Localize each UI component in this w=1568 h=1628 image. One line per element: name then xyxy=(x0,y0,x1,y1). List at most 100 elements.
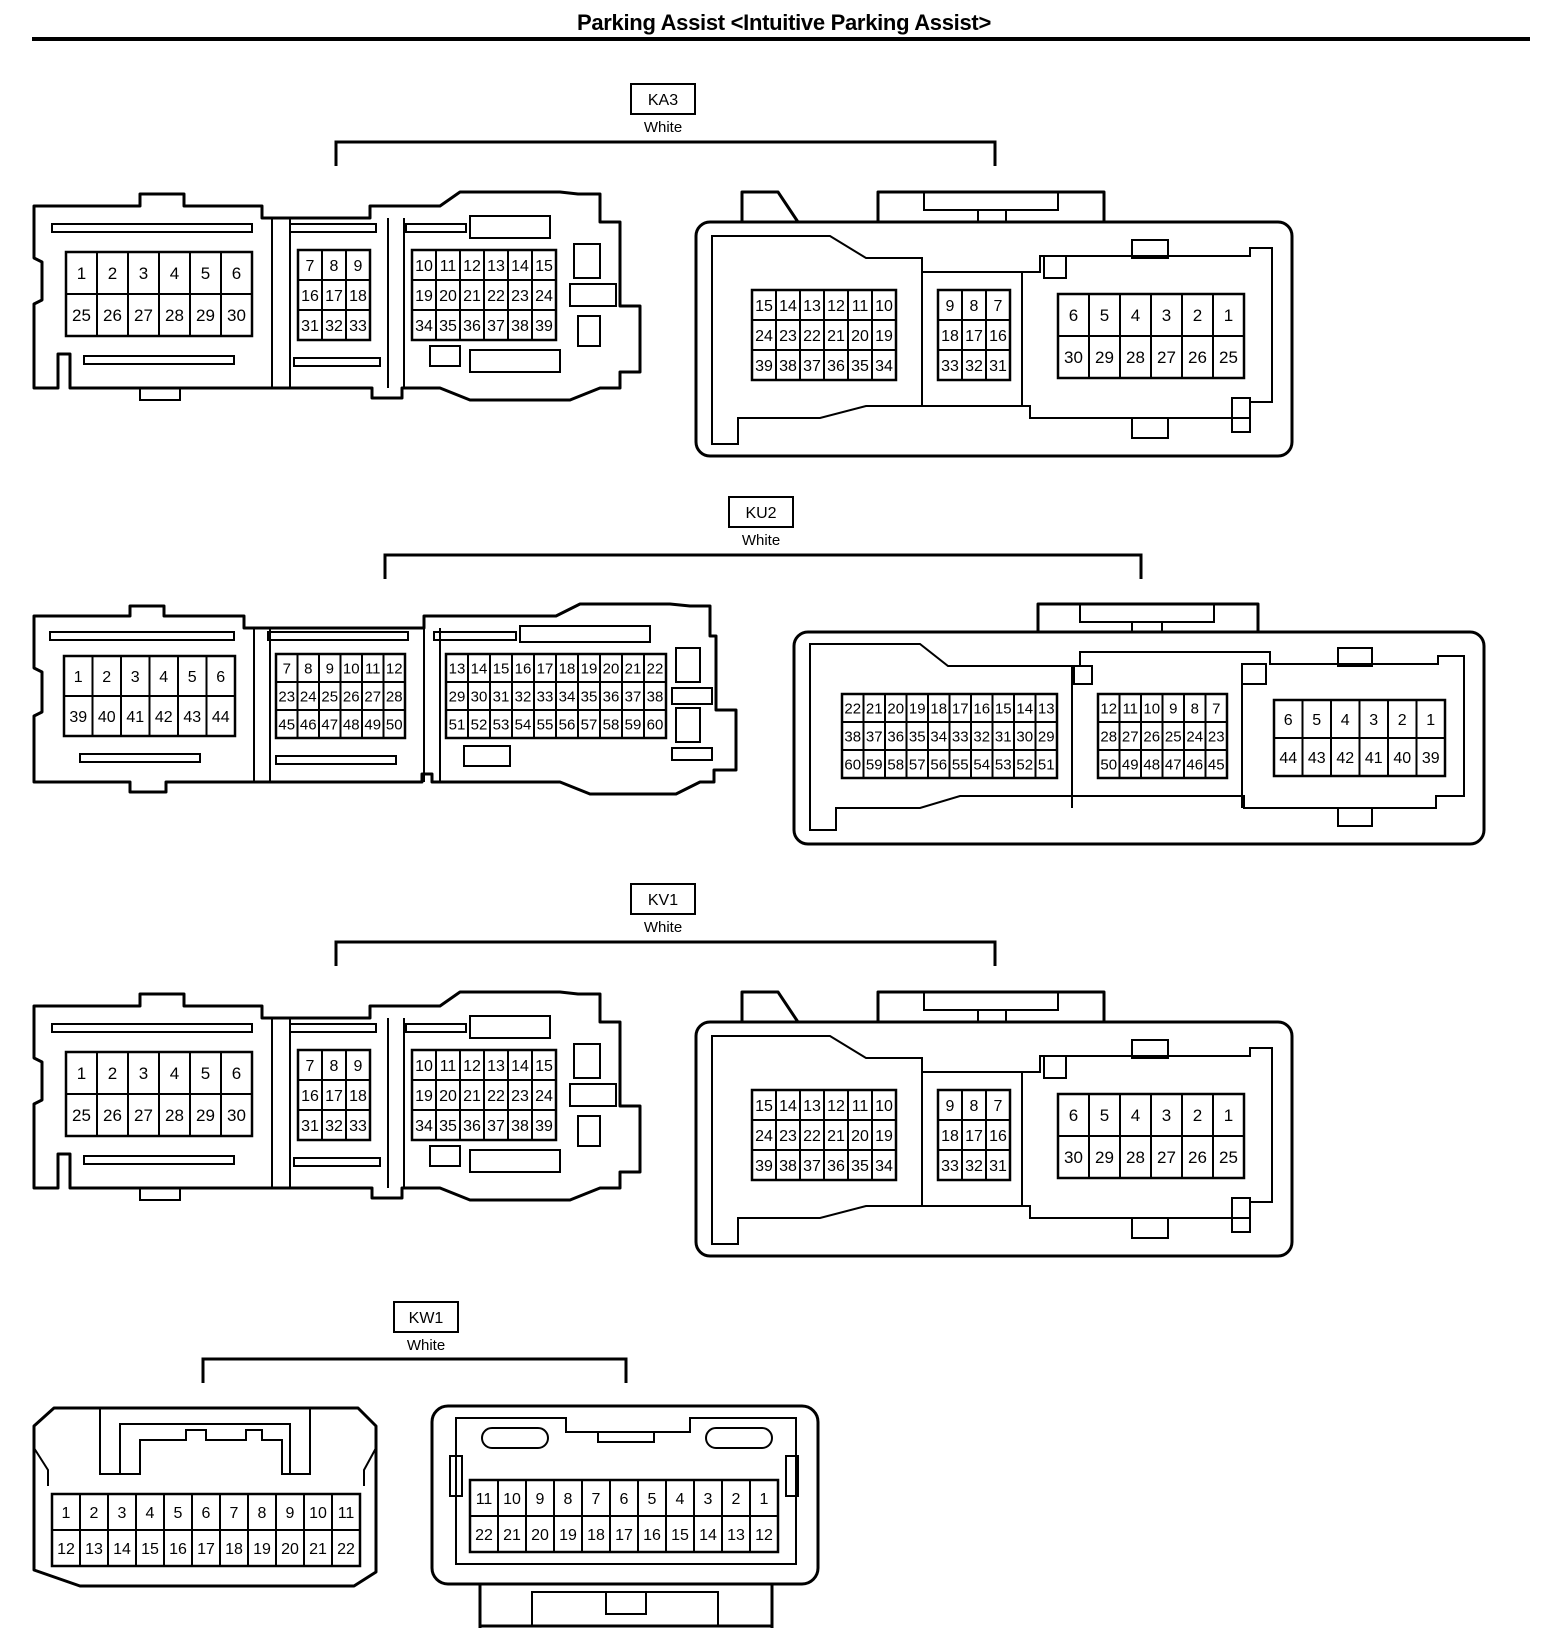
pin-number: 13 xyxy=(727,1527,745,1544)
left-housing-outline xyxy=(32,602,738,796)
pin-number: 21 xyxy=(463,288,481,305)
pin-number: 21 xyxy=(463,1088,481,1105)
pin-number: 18 xyxy=(225,1541,243,1558)
key-slot xyxy=(449,1455,463,1497)
pin-number: 32 xyxy=(325,1118,343,1135)
pin-number: 47 xyxy=(1165,756,1182,773)
key-slot xyxy=(597,1431,655,1443)
pin-number: 14 xyxy=(511,258,529,275)
connector-code: KU2 xyxy=(745,505,776,522)
right-housing-top xyxy=(1036,602,1260,632)
pin-number: 19 xyxy=(581,660,598,677)
pin-number: 6 xyxy=(1284,712,1293,729)
pin-number: 8 xyxy=(258,1505,267,1522)
pin-number: 10 xyxy=(875,1098,893,1115)
pin-number: 2 xyxy=(108,1064,117,1083)
pin-number: 20 xyxy=(439,1088,457,1105)
pin-number: 38 xyxy=(844,728,861,745)
pin-number: 29 xyxy=(1038,728,1055,745)
pin-number: 30 xyxy=(227,306,246,325)
connector-bracket xyxy=(383,553,1143,579)
pin-number: 11 xyxy=(440,258,457,275)
pin-number: 27 xyxy=(364,688,381,705)
pin-number: 24 xyxy=(535,288,553,305)
pin-number: 1 xyxy=(1224,1106,1233,1125)
page-title: Parking Assist <Intuitive Parking Assist… xyxy=(576,10,991,35)
top-key xyxy=(977,209,1007,223)
pin-number: 39 xyxy=(755,358,773,375)
pin-number: 3 xyxy=(139,1064,148,1083)
pin-number: 59 xyxy=(866,756,883,773)
key-block xyxy=(1231,397,1251,433)
top-slot xyxy=(1079,604,1215,623)
pin-number: 21 xyxy=(309,1541,327,1558)
pin-number: 13 xyxy=(487,1058,505,1075)
pin-number: 34 xyxy=(415,1118,433,1135)
pin-number: 37 xyxy=(803,1158,821,1175)
lock-window xyxy=(519,625,651,643)
pin-number: 4 xyxy=(146,1505,155,1522)
pin-number: 56 xyxy=(930,756,947,773)
pin-number: 5 xyxy=(201,264,210,283)
pin-number: 35 xyxy=(909,728,926,745)
key-block xyxy=(1337,807,1373,827)
pin-number: 10 xyxy=(415,258,433,275)
latch-rail xyxy=(79,753,201,763)
pin-number: 49 xyxy=(364,716,381,733)
pin-number: 32 xyxy=(515,688,532,705)
pin-number: 12 xyxy=(827,1098,845,1115)
pin-number: 15 xyxy=(995,700,1012,717)
key-slot xyxy=(577,1115,601,1147)
pin-number: 28 xyxy=(1100,728,1117,745)
pin-number: 50 xyxy=(386,716,403,733)
pin-number: 35 xyxy=(851,358,869,375)
pin-number: 57 xyxy=(581,716,598,733)
pin-number: 25 xyxy=(321,688,338,705)
pin-number: 56 xyxy=(559,716,576,733)
pin-number: 25 xyxy=(1219,348,1238,367)
pin-number: 4 xyxy=(1341,712,1350,729)
latch-rail xyxy=(289,223,377,233)
pin-number: 19 xyxy=(415,288,433,305)
pin-number: 2 xyxy=(1193,306,1202,325)
pin-number: 45 xyxy=(278,716,295,733)
pin-number: 11 xyxy=(440,1058,457,1075)
pin-number: 54 xyxy=(973,756,990,773)
pin-number: 7 xyxy=(1212,700,1220,717)
connector-code: KA3 xyxy=(648,92,678,109)
pin-number: 18 xyxy=(941,328,959,345)
pin-number: 14 xyxy=(699,1527,717,1544)
latch-rail xyxy=(405,223,467,233)
pin-cell xyxy=(205,695,236,737)
pin-number: 31 xyxy=(989,358,1007,375)
latch-rail xyxy=(51,1023,253,1033)
latch-rail xyxy=(49,631,235,641)
pin-cell xyxy=(1212,335,1245,379)
pin-number: 37 xyxy=(803,358,821,375)
pin-number: 6 xyxy=(216,669,225,686)
connector-bracket xyxy=(334,940,997,966)
pin-number: 11 xyxy=(338,1505,355,1522)
pin-number: 37 xyxy=(625,688,642,705)
pin-number: 38 xyxy=(779,358,797,375)
pin-number: 36 xyxy=(463,318,481,335)
pin-number: 29 xyxy=(196,1106,215,1125)
pin-number: 1 xyxy=(1426,712,1435,729)
pin-number: 35 xyxy=(581,688,598,705)
pin-number: 30 xyxy=(227,1106,246,1125)
pin-number: 3 xyxy=(1162,306,1171,325)
key-slot xyxy=(671,687,713,705)
top-key xyxy=(1131,621,1163,633)
pin-number: 24 xyxy=(300,688,317,705)
pin-number: 31 xyxy=(301,318,319,335)
pin-number: 27 xyxy=(1157,348,1176,367)
